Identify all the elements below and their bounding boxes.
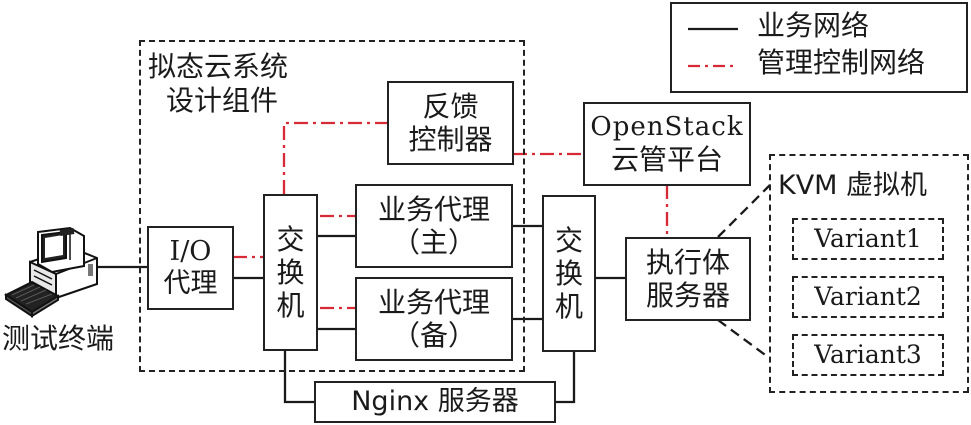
line-switch2-nginx [555,350,576,404]
executor-server-node[interactable]: 执行体 服务器 [625,237,751,321]
feedback-line2: 控制器 [408,123,493,156]
group-title-line2: 设计组件 [166,84,279,117]
switch-1-char1: 交 [276,222,305,256]
line-executor-kvm-bottom [717,319,769,358]
kvm-connectors [717,184,771,358]
mimic-cloud-group [139,40,525,372]
variant-3-node[interactable]: Variant3 [792,334,944,376]
feedback-controller-node[interactable]: 反馈 控制器 [387,81,514,165]
openstack-line1: OpenStack [590,112,744,143]
kvm-group [769,154,969,393]
group-title-line1: 拟态云系统 [148,50,289,83]
business-network-lines [97,224,625,404]
io-proxy-line2: 代理 [163,268,218,299]
switch-2-char3: 机 [554,290,583,324]
line-switch1-feedback [282,121,387,194]
switch-1-char2: 换 [276,255,305,289]
legend-item-business: 业务网络 [757,9,870,42]
nginx-label: Nginx 服务器 [351,386,519,418]
biz-backup-line2: （备） [391,319,476,352]
variant-1-node[interactable]: Variant1 [792,218,944,260]
nginx-server-node[interactable]: Nginx 服务器 [314,381,556,423]
variant-2-node[interactable]: Variant2 [792,276,944,318]
openstack-node[interactable]: OpenStack 云管平台 [583,102,751,186]
switch-2-char1: 交 [554,223,583,257]
switch-1-node[interactable]: 交 换 机 [263,194,318,351]
variant-3-label: Variant3 [814,340,922,370]
legend: 业务网络 管理控制网络 [670,2,968,93]
business-proxy-main-node[interactable]: 业务代理 （主） [355,184,513,268]
biz-main-line1: 业务代理 [377,192,490,226]
switch-1-char3: 机 [276,289,305,323]
switch-2-char2: 换 [554,256,583,290]
openstack-line2: 云管平台 [610,142,723,176]
business-proxy-backup-node[interactable]: 业务代理 （备） [355,277,513,361]
variant-2-label: Variant2 [814,282,922,312]
executor-line1: 执行体 [645,245,730,279]
biz-backup-line1: 业务代理 [377,285,490,319]
variant-1-label: Variant1 [814,224,922,254]
computer-icon [3,226,98,318]
legend-item-control: 管理控制网络 [757,46,926,79]
kvm-title: KVM 虚拟机 [778,170,928,201]
test-terminal-label: 测试终端 [2,322,115,355]
io-proxy-node[interactable]: I/O 代理 [147,226,234,310]
executor-line2: 服务器 [645,279,730,312]
line-switch1-nginx [283,350,315,404]
switch-2-node[interactable]: 交 换 机 [542,195,596,352]
feedback-line1: 反馈 [422,89,479,123]
biz-main-line2: （主） [391,226,476,259]
line-executor-kvm-top [717,184,771,238]
io-proxy-line1: I/O [169,236,212,268]
